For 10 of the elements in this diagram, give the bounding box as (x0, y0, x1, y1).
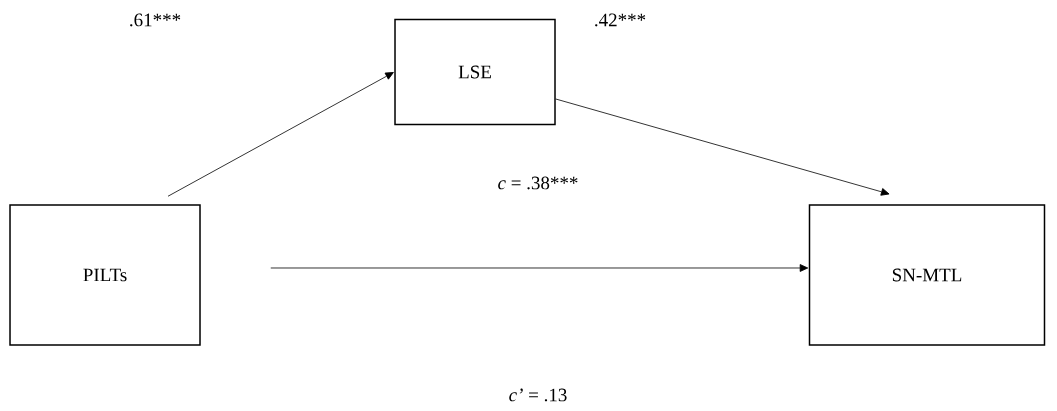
path-coefficient: c’ = .13 (509, 388, 567, 402)
box: PILTs (9, 204, 201, 346)
arrow (555, 98, 890, 196)
path-coefficient: .61*** (130, 13, 181, 27)
box: SN-MTL (808, 204, 1046, 346)
path-coefficient: c = .38*** (498, 176, 578, 190)
arrow (270, 264, 809, 272)
path-coefficient: .42*** (595, 13, 646, 27)
box: LSE (394, 18, 556, 126)
arrow (167, 72, 394, 197)
